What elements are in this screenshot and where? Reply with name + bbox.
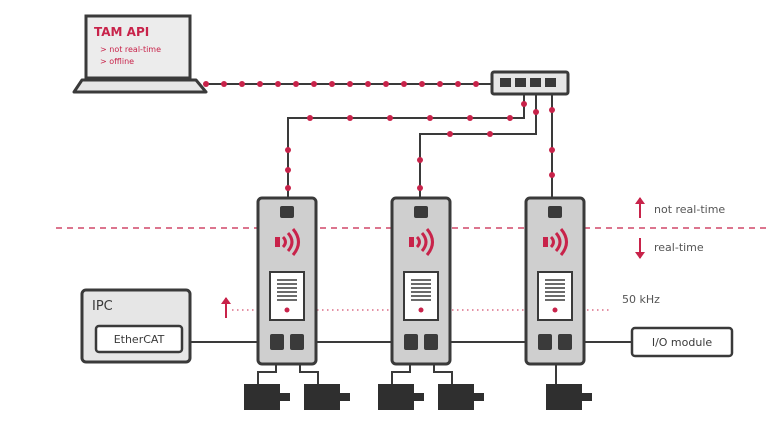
network-port <box>280 206 294 218</box>
cable-dot <box>203 81 209 87</box>
cable-dot <box>257 81 263 87</box>
motor-1 <box>244 384 290 410</box>
cable-dot <box>307 115 313 121</box>
switch-port-1 <box>500 78 511 87</box>
cable-dot <box>311 81 317 87</box>
cable-dot <box>239 81 245 87</box>
arrow-up-head-icon <box>635 197 645 204</box>
arrow-down-head-icon <box>635 252 645 259</box>
motor-4 <box>438 384 484 410</box>
switch-port-4 <box>545 78 556 87</box>
cable-dot <box>447 131 453 137</box>
laptop-bullet-1: > not real-time <box>100 45 161 54</box>
ethercat-label: EtherCAT <box>114 333 165 346</box>
motor-3 <box>378 384 424 410</box>
cable-dots <box>203 81 555 191</box>
zone-label-lower: real-time <box>654 241 704 254</box>
io-module: I/O module <box>630 326 734 358</box>
switch-port-3 <box>530 78 541 87</box>
cable-dot <box>549 172 555 178</box>
cable-dot <box>285 167 291 173</box>
cable-switch-drive-1 <box>287 88 525 200</box>
servo-drive-1 <box>256 196 318 366</box>
motor-2 <box>304 384 350 410</box>
cable-dot <box>419 81 425 87</box>
cable-dot <box>549 107 555 113</box>
frequency-label: 50 kHz <box>622 293 660 306</box>
cable-dot <box>383 81 389 87</box>
cable-dot <box>387 115 393 121</box>
motors <box>244 384 592 410</box>
laptop-screen <box>84 14 192 80</box>
cable-dot <box>293 81 299 87</box>
cable-dot <box>533 109 539 115</box>
cable-switch-drive-2 <box>419 88 537 200</box>
cable-dot <box>275 81 281 87</box>
cable-dot <box>329 81 335 87</box>
cable-dot <box>347 115 353 121</box>
cable-dot <box>347 81 353 87</box>
cable-dot <box>507 115 513 121</box>
laptop: TAM API > not real-time > offline <box>72 14 208 94</box>
cable-dot <box>487 131 493 137</box>
network-port <box>414 206 428 218</box>
ethercat-master <box>94 324 184 354</box>
network-cables <box>206 83 553 200</box>
ipc-box: IPC EtherCAT <box>80 288 192 364</box>
laptop-title: TAM API <box>94 25 149 39</box>
cable-dot <box>467 115 473 121</box>
switch-port-2 <box>515 78 526 87</box>
wireless-icon <box>543 228 568 256</box>
cable-dot <box>365 81 371 87</box>
motor-cables <box>257 360 557 384</box>
cable-dot <box>401 81 407 87</box>
servo-drive-2 <box>390 196 452 366</box>
laptop-base <box>72 78 208 94</box>
cable-dot <box>473 81 479 87</box>
zone-label-upper: not real-time <box>654 203 725 216</box>
cable-dot <box>221 81 227 87</box>
cable-dot <box>285 147 291 153</box>
cable-dot <box>417 185 423 191</box>
network-port <box>548 206 562 218</box>
arrow-up-small-head-icon <box>221 297 231 304</box>
cable-dot <box>455 81 461 87</box>
servo-drives <box>256 196 586 366</box>
cable-dot <box>427 115 433 121</box>
servo-drive-3 <box>524 196 586 366</box>
cable-dot <box>417 157 423 163</box>
cable-dot <box>437 81 443 87</box>
ipc-label: IPC <box>92 299 113 314</box>
motor-5 <box>546 384 592 410</box>
cable-dot <box>521 101 527 107</box>
wireless-icon <box>275 228 300 256</box>
zone-labels: not real-time real-time 50 kHz <box>221 197 725 318</box>
network-switch <box>490 70 570 96</box>
cable-dot <box>549 147 555 153</box>
io-module-label: I/O module <box>652 336 713 349</box>
wireless-icon <box>409 228 434 256</box>
laptop-bullet-2: > offline <box>100 57 134 66</box>
cable-dot <box>285 185 291 191</box>
